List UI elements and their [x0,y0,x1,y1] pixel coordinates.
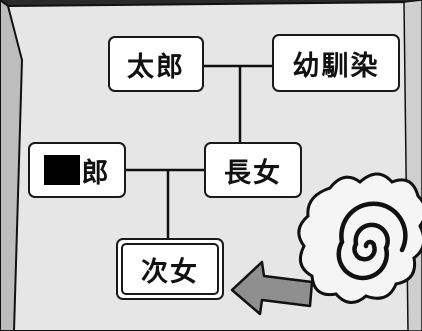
node-redacted-ro-label: 郎 [81,157,111,189]
tree-connectors [126,64,272,238]
node-osananajimi-label: 幼馴染 [292,50,380,82]
node-choujo-label: 長女 [224,157,282,189]
naruto-swirl-decoration [297,172,422,304]
redaction-block [43,155,80,185]
node-taro: 太郎 [108,36,204,92]
left-edge-shading [0,0,24,331]
node-jijo-highlighted: 次女 [116,238,224,300]
node-taro-label: 太郎 [127,51,185,83]
node-jijo-label: 次女 [141,256,199,288]
node-redacted-ro: 郎 [28,142,126,198]
node-osananajimi: 幼馴染 [272,34,400,92]
pointer-arrow-icon [230,260,314,316]
node-choujo: 長女 [204,142,302,198]
